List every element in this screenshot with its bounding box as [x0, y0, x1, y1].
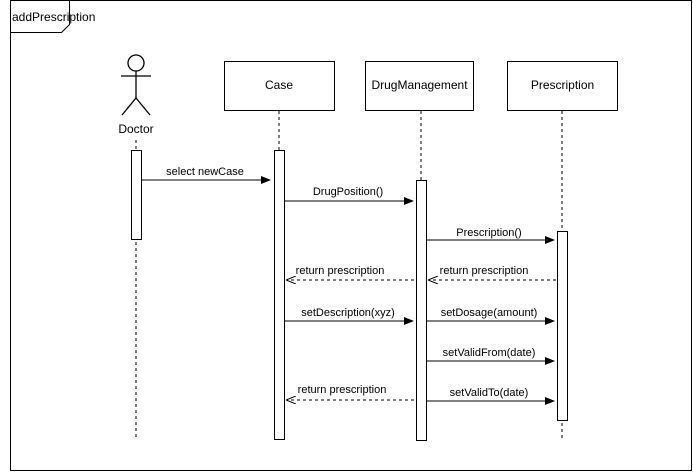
activation-prescription	[557, 231, 568, 421]
participant-box-prescription	[507, 61, 618, 111]
message-label-prescription-create: Prescription()	[456, 227, 521, 239]
frame-label-tab	[10, 0, 70, 33]
frame-label: addPrescription	[12, 10, 95, 24]
activation-case	[274, 150, 285, 440]
return-label-drug-to-case-2: return prescription	[298, 384, 387, 396]
message-label-drugposition: DrugPosition()	[313, 186, 383, 198]
doctor-actor-icon	[121, 54, 151, 116]
participant-label-case: Case	[265, 78, 293, 92]
participant-label-prescription: Prescription	[531, 78, 594, 92]
message-label-setvalidto: setValidTo(date)	[450, 387, 529, 399]
participant-box-drugmanagement	[365, 61, 474, 111]
activation-doctor	[131, 150, 142, 240]
diagram-frame	[10, 0, 692, 471]
return-label-prescription-to-drug: return prescription	[440, 265, 529, 277]
participant-label-drugmanagement: DrugManagement	[371, 78, 468, 92]
message-label-setvalidfrom: setValidFrom(date)	[443, 347, 536, 359]
activation-drugmanagement	[416, 180, 427, 441]
return-label-drug-to-case-1: return prescription	[296, 265, 385, 277]
participant-box-case	[224, 61, 335, 111]
message-label-select-newcase: select newCase	[166, 166, 244, 178]
message-label-setdescription: setDescription(xyz)	[301, 307, 395, 319]
message-label-setdosage: setDosage(amount)	[441, 307, 538, 319]
participant-label-doctor: Doctor	[118, 122, 153, 136]
